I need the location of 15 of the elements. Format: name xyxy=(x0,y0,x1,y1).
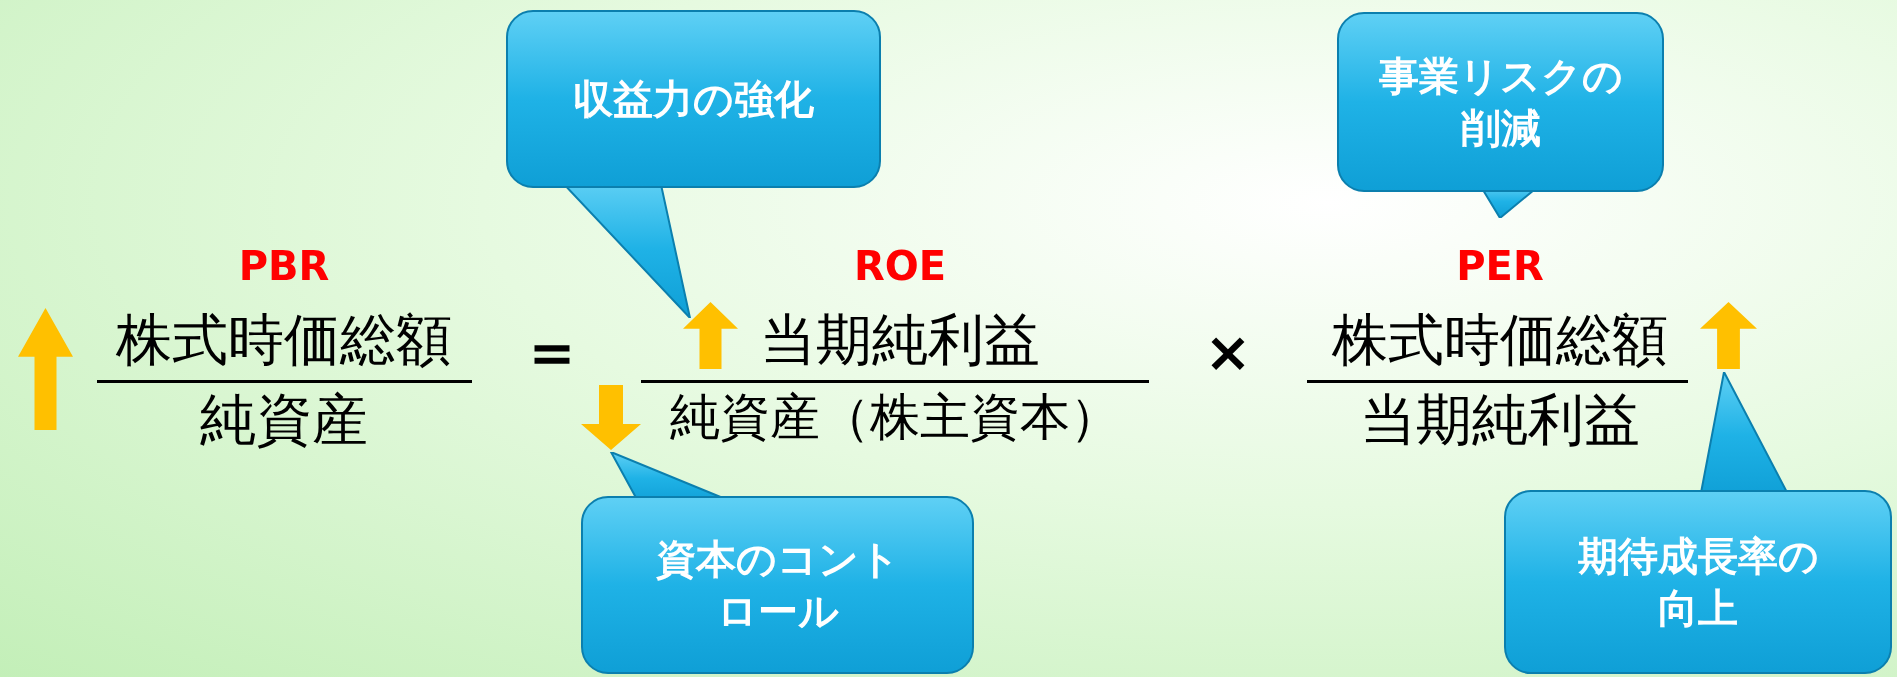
formula-text: × xyxy=(1204,320,1252,384)
label: PBR xyxy=(238,242,330,290)
callout-text: 期待成長率の向上 xyxy=(1576,532,1820,633)
formula-text: 純資産 xyxy=(200,388,368,452)
callout-text: 資本のコントロール xyxy=(654,535,901,636)
formula-text: ＝ xyxy=(520,315,584,387)
formula-text: ROE xyxy=(853,242,947,290)
formula-text: 株式時価総額 xyxy=(116,308,452,372)
callout-text: 収益力の強化 xyxy=(573,75,814,124)
formula-text: 純資産（株主資本） xyxy=(670,388,1120,446)
formula-text: 株式時価総額 xyxy=(1332,308,1668,372)
callout-text: 事業リスクの削減 xyxy=(1377,52,1624,153)
label: PER xyxy=(1456,242,1544,290)
formula-text: 当期純利益 xyxy=(1360,388,1640,452)
formula-text: 当期純利益 xyxy=(760,308,1040,372)
